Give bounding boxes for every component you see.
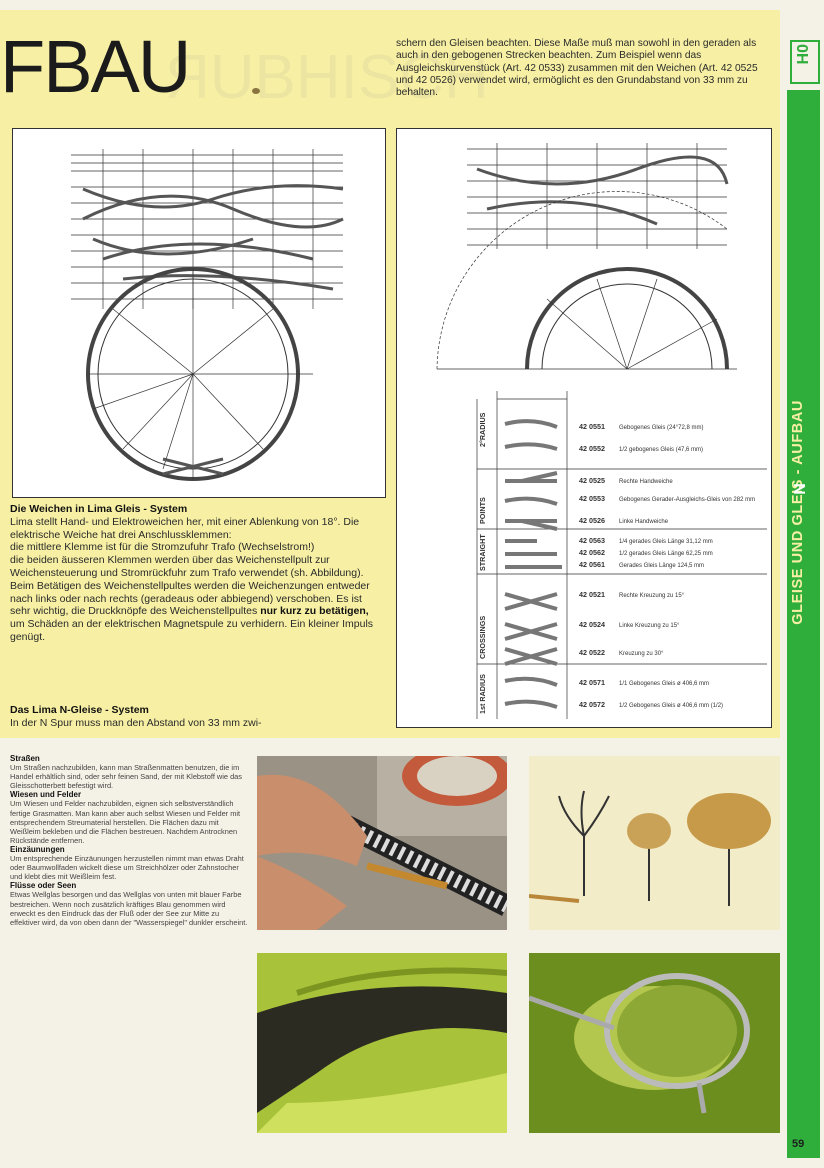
- track-piece-sketches: [504, 419, 562, 709]
- track-item-desc: 1/1 Gebogenes Gleis ø 406,6 mm: [619, 681, 709, 687]
- tip-heading-einzaeunungen: Einzäunungen: [10, 844, 65, 854]
- group-straight: STRAIGHT: [478, 534, 487, 571]
- track-item-desc: 1/2 Gebogenes Gleis ø 406,6 mm (1/2): [619, 703, 723, 709]
- track-item-desc: 1/4 gerades Gleis Länge 31,12 mm: [619, 539, 713, 545]
- track-item-desc: Rechte Kreuzung zu 15°: [619, 593, 685, 599]
- track-item-code: 42 0563: [579, 536, 605, 545]
- photo-sieve: [529, 953, 780, 1133]
- group-1st-radius: 1st RADIUS: [478, 674, 487, 714]
- sidebar-n-label: N: [791, 483, 809, 495]
- group-crossings: CROSSINGS: [478, 616, 487, 659]
- tip-heading-wiesen: Wiesen und Felder: [10, 790, 82, 800]
- weichen-p2: die mittlere Klemme ist für die Stromzuf…: [10, 541, 315, 554]
- track-item-desc: Linke Kreuzung zu 15°: [619, 623, 680, 629]
- track-item-code: 42 0562: [579, 548, 605, 557]
- tip-text-fluesse: Etwas Wellglas besorgen und das Wellglas…: [10, 890, 248, 927]
- lima-section: Das Lima N-Gleise - System In der N Spur…: [10, 704, 384, 730]
- weichen-bold: nur kurz zu betätigen,: [260, 605, 369, 618]
- track-item-desc: Kreuzung zu 30°: [619, 651, 664, 657]
- photo-model-trees: [529, 756, 780, 930]
- track-plan-drawing: [71, 149, 344, 481]
- track-item-code: 42 0553: [579, 494, 605, 503]
- track-item-desc: Gebogenes Gerader-Ausgleichs-Gleis von 2…: [619, 497, 755, 503]
- lima-heading: Das Lima N-Gleise - System: [10, 704, 149, 716]
- track-item-desc: Linke Handweiche: [619, 519, 669, 525]
- landscape-tips: Straßen Um Straßen nachzubilden, kann ma…: [10, 754, 250, 927]
- h0-badge: H0: [790, 40, 820, 84]
- track-plan-figure-right: 2°RADIUS POINTS STRAIGHT CROSSINGS 1st R…: [396, 128, 772, 728]
- h0-label: H0: [795, 44, 812, 65]
- page-title: FBAU: [0, 25, 191, 108]
- track-item-code: 42 0572: [579, 700, 605, 709]
- ink-dot: [252, 88, 260, 94]
- tip-heading-strassen: Straßen: [10, 754, 40, 763]
- weichen-p3: die beiden äusseren Klemmen werden über …: [10, 554, 370, 618]
- tip-text-wiesen: Um Wiesen und Felder nachzubilden, eigne…: [10, 799, 241, 845]
- page-number: 59: [792, 1138, 805, 1150]
- tip-heading-fluesse: Flüsse oder Seen: [10, 881, 77, 891]
- track-item-desc: Gebogenes Gleis (24°72,8 mm): [619, 425, 703, 431]
- track-item-code: 42 0571: [579, 678, 605, 687]
- track-item-code: 42 0551: [579, 422, 605, 431]
- track-item-code: 42 0561: [579, 560, 605, 569]
- photo-river: [257, 953, 507, 1133]
- track-plan-figure-left: [12, 128, 386, 498]
- weichen-p3-wrap: die beiden äusseren Klemmen werden über …: [10, 554, 384, 644]
- track-item-desc: Rechte Handweiche: [619, 479, 673, 485]
- section-sidebar: H0 GLEISE UND GLEIS - AUFBAU N: [787, 10, 820, 1158]
- sidebar-top: [787, 10, 820, 90]
- track-item-code: 42 0525: [579, 476, 605, 485]
- track-item-desc: Gerades Gleis Länge 124,5 mm: [619, 563, 704, 569]
- lima-text: In der N Spur muss man den Abstand von 3…: [10, 716, 262, 729]
- track-item-code: 42 0526: [579, 516, 605, 525]
- weichen-heading: Die Weichen in Lima Gleis - System: [10, 503, 188, 515]
- track-item-code: 42 0522: [579, 648, 605, 657]
- track-item-code: 42 0552: [579, 444, 605, 453]
- track-item-desc: 1/2 gebogenes Gleis (47,6 mm): [619, 447, 703, 453]
- weichen-p4: um Schäden an der elektrischen Magnetspu…: [10, 618, 374, 643]
- track-item-desc: 1/2 gerades Gleis Länge 62,25 mm: [619, 551, 713, 557]
- track-item-code: 42 0524: [579, 620, 605, 629]
- intro-text: schern den Gleisen beachten. Diese Maße …: [396, 38, 758, 99]
- track-item-list: 42 0551 Gebogenes Gleis (24°72,8 mm) 42 05…: [579, 422, 755, 709]
- weichen-p1: Lima stellt Hand- und Elektroweichen her…: [10, 515, 360, 541]
- weichen-section: Die Weichen in Lima Gleis - System Lima …: [10, 503, 384, 644]
- track-item-code: 42 0521: [579, 590, 605, 599]
- tip-text-strassen: Um Straßen nachzubilden, kann man Straße…: [10, 763, 242, 791]
- sidebar-section-label: GLEISE UND GLEIS - AUFBAU: [790, 400, 806, 625]
- title-ghost: ЯUBHISCH: [165, 43, 489, 112]
- group-points: POINTS: [478, 497, 487, 524]
- tip-text-einzaeunungen: Um entsprechende Einzäunungen herzustell…: [10, 854, 244, 882]
- photo-track-laying: [257, 756, 507, 930]
- group-2nd-radius: 2°RADIUS: [478, 412, 487, 447]
- track-arc-drawing: 2°RADIUS POINTS STRAIGHT CROSSINGS 1st R…: [436, 143, 767, 719]
